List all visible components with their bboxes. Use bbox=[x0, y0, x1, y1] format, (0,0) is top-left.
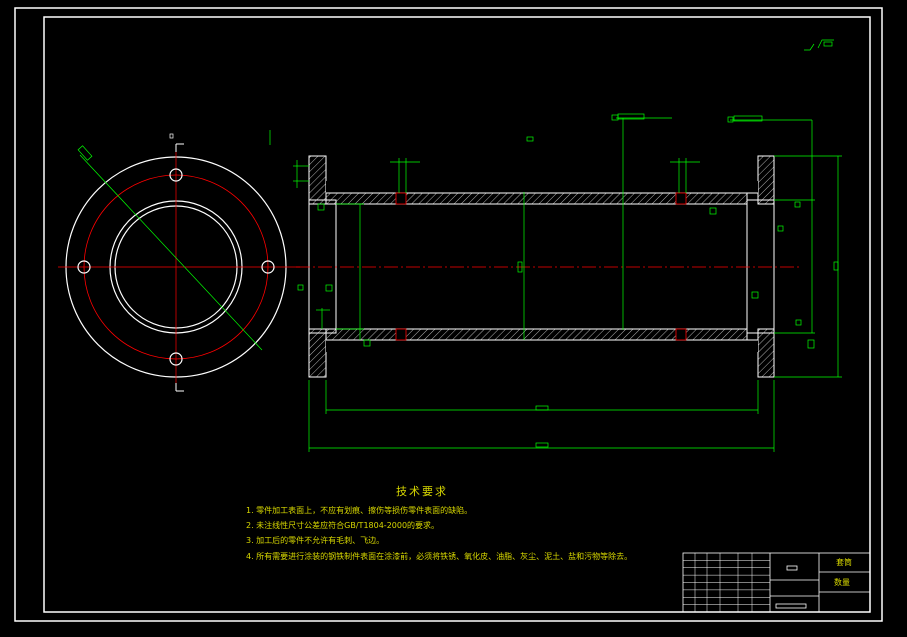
tech-req-title: 技术要求 bbox=[396, 485, 448, 498]
sleeve-section-view bbox=[296, 155, 800, 378]
sheet-inner-border bbox=[43, 16, 871, 613]
radial-hole-3 bbox=[395, 328, 407, 341]
section-label-top bbox=[169, 133, 174, 139]
radial-hole-4 bbox=[675, 328, 687, 341]
sheet-outer-border bbox=[14, 7, 883, 622]
bolt-hole-bottom bbox=[169, 352, 183, 366]
left-step bbox=[308, 199, 337, 334]
tech-req-item-4: 4. 所有需要进行涂装的钢铁制件表面在涂漆前，必须将铁锈、氧化皮、油脂、灰尘、泥… bbox=[246, 552, 633, 561]
left-flange-bottom bbox=[308, 328, 327, 378]
bolt-hole-left bbox=[77, 260, 91, 274]
title-block-grid bbox=[683, 553, 770, 612]
title-block-material: 数量 bbox=[834, 578, 850, 587]
diameter-callout-box bbox=[77, 145, 93, 161]
dimensions bbox=[269, 39, 842, 452]
title-block-name: 套筒 bbox=[836, 558, 852, 567]
tech-req-item-3: 3. 加工后的零件不允许有毛刺、飞边。 bbox=[246, 536, 385, 545]
radial-hole-1 bbox=[395, 192, 407, 205]
tech-req-item-1: 1. 零件加工表面上，不应有划痕、擦伤等损伤零件表面的缺陷。 bbox=[246, 506, 473, 515]
bolt-hole-top bbox=[169, 168, 183, 182]
tech-req-item-2: 2. 未注线性尺寸公差应符合GB/T1804-2000的要求。 bbox=[246, 521, 440, 530]
radial-hole-2 bbox=[675, 192, 687, 205]
section-mark-bottom bbox=[175, 383, 184, 392]
flange-end-view bbox=[58, 133, 300, 392]
right-flange-top bbox=[757, 155, 775, 205]
right-step bbox=[746, 199, 775, 334]
right-flange-bottom bbox=[757, 328, 775, 378]
bolt-hole-right bbox=[261, 260, 275, 274]
diameter-leader bbox=[79, 154, 263, 351]
section-mark-top bbox=[175, 143, 184, 152]
left-flange-top bbox=[308, 155, 327, 205]
